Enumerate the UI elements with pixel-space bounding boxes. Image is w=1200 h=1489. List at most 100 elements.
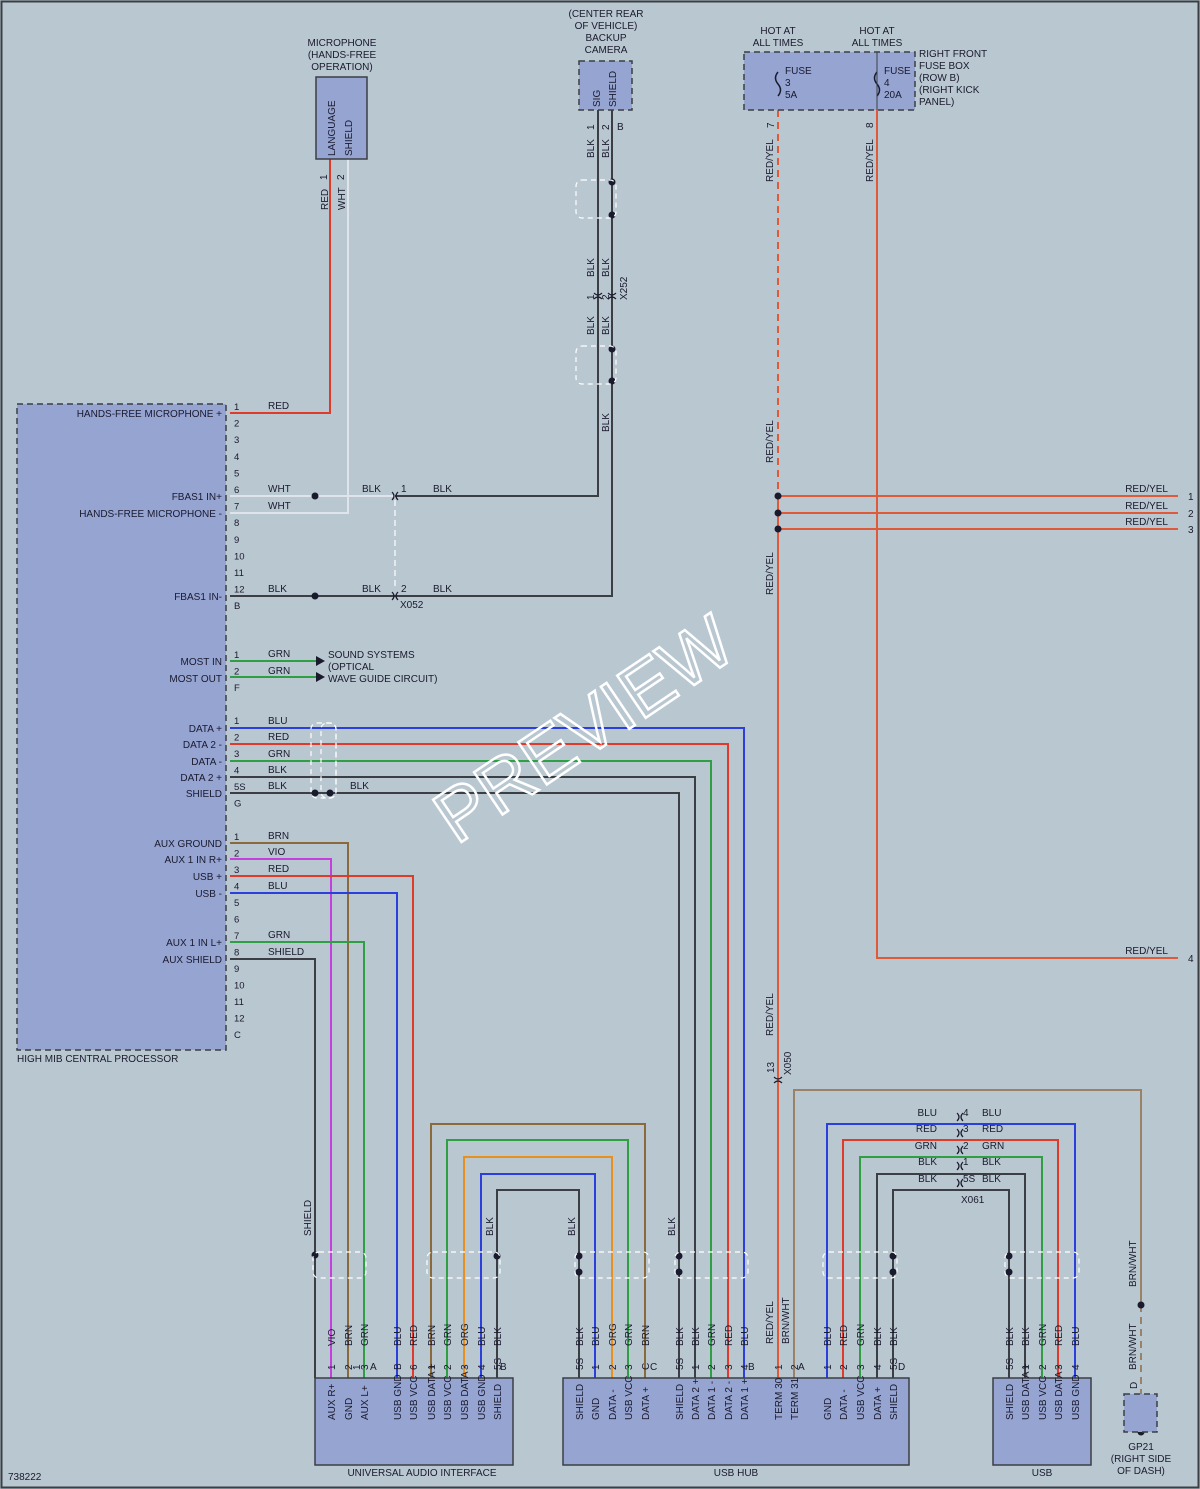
pin-number-fuse: 8 bbox=[865, 122, 876, 128]
wire-label-redyel: RED/YEL bbox=[865, 139, 876, 182]
usb-pin-label: USB DATA - bbox=[1054, 1366, 1065, 1420]
connector-b-pin: 2 bbox=[234, 419, 239, 430]
wire-grn-data-minus bbox=[230, 760, 712, 1378]
wire-color-label: BRN bbox=[268, 831, 289, 842]
uai-pin-label: USB VCC bbox=[409, 1376, 420, 1420]
uai-pin-label: AUX L+ bbox=[360, 1385, 371, 1420]
diagram-id: 738222 bbox=[8, 1472, 42, 1483]
wire-color-label: GRN bbox=[268, 749, 290, 760]
pin-number-fuse: 7 bbox=[766, 122, 777, 128]
pin-number-bottom: C bbox=[641, 1363, 652, 1370]
ground-gp21-box bbox=[1123, 1393, 1158, 1433]
uai-name: UNIVERSAL AUDIO INTERFACE bbox=[347, 1468, 496, 1479]
usb-hub-box bbox=[562, 1377, 910, 1466]
wire-label-bottom: GRN bbox=[856, 1324, 867, 1346]
connector-c-pin: 3 bbox=[234, 865, 239, 876]
connector-c-pin: 2 bbox=[234, 849, 239, 860]
x061-mark-0 bbox=[956, 1112, 964, 1122]
wire-label-bottom: RED bbox=[1054, 1325, 1065, 1346]
wire-label-blk: BLK bbox=[567, 1217, 578, 1236]
backup-camera-box bbox=[578, 60, 633, 111]
components-layer bbox=[16, 51, 1158, 1466]
x061-mark-1 bbox=[956, 1128, 964, 1138]
fuse1-label: 5A bbox=[785, 90, 798, 101]
wire-label-bottom: BLK bbox=[493, 1327, 504, 1346]
connector-b-pin: 6 bbox=[234, 485, 239, 496]
pin-number-bottom: 5S bbox=[575, 1357, 586, 1370]
pin-letter-c: C bbox=[650, 1362, 657, 1373]
pin-number-x252: 1 bbox=[586, 294, 597, 300]
connector-b-pin: 3 bbox=[234, 435, 239, 446]
pin-number-bottom: 6 bbox=[409, 1364, 420, 1370]
wire-label-bottom: RED bbox=[839, 1325, 850, 1346]
wire-blk-shield-g bbox=[230, 792, 680, 1378]
wire-blk-aux-shield bbox=[230, 958, 316, 1378]
pin-number-x252: 2 bbox=[601, 294, 612, 300]
wire-label-shield: SHIELD bbox=[303, 1200, 314, 1236]
usb-pin-label: USB GND bbox=[1071, 1374, 1082, 1420]
wire-label-bottom: BLK bbox=[675, 1327, 686, 1346]
wire-color-label: RED bbox=[268, 732, 289, 743]
fusebox-location-label: (ROW B) bbox=[919, 73, 960, 84]
pin-number-bottom: 1 bbox=[774, 1364, 785, 1370]
wire-label-bottom: BLK bbox=[691, 1327, 702, 1346]
offpage-ref-2: 2 bbox=[1188, 509, 1194, 520]
camera-title: CAMERA bbox=[585, 45, 628, 56]
pin-number-bottom: 2 bbox=[608, 1364, 619, 1370]
usbhub-pin-label: USB VCC bbox=[624, 1376, 635, 1420]
connector-b-pin: 11 bbox=[234, 568, 244, 579]
wire-grn-usb-data bbox=[446, 1139, 629, 1378]
sound-systems-label: (OPTICAL bbox=[328, 662, 375, 673]
fusebox-location-label: PANEL) bbox=[919, 97, 954, 108]
processor-pin-label: AUX GROUND bbox=[154, 839, 222, 850]
x061-right-color: BLK bbox=[982, 1157, 1001, 1168]
connector-g-pin: G bbox=[234, 799, 241, 810]
connector-c-pin: 9 bbox=[234, 964, 239, 975]
wire-label-bottom: BLK bbox=[873, 1327, 884, 1346]
camera-pin-shield: SHIELD bbox=[608, 71, 619, 107]
connector-c-pin: 1 bbox=[234, 832, 239, 843]
wire-label-bottom: BRN bbox=[344, 1325, 355, 1346]
processor-pin-label: SHIELD bbox=[186, 789, 222, 800]
uai-pin-label: USB VCC bbox=[443, 1376, 454, 1420]
wire-color-label: WHT bbox=[268, 484, 291, 495]
pin-number-bottom: 5S bbox=[1005, 1357, 1016, 1370]
x061-left-color: BLU bbox=[918, 1108, 937, 1119]
wire-label-bottom: BRN bbox=[427, 1325, 438, 1346]
uai-pin-label: SHIELD bbox=[493, 1384, 504, 1420]
connector-g-pin: 3 bbox=[234, 749, 239, 760]
connector-b-pin: 10 bbox=[234, 551, 245, 562]
data-shield-marker-a bbox=[310, 722, 337, 799]
usbhub-pin-label: SHIELD bbox=[675, 1384, 686, 1420]
redyel-ref4-label: RED/YEL bbox=[1125, 946, 1168, 957]
x061-mark-3 bbox=[956, 1161, 964, 1171]
wire-red-mic-plus bbox=[230, 159, 331, 414]
hub-shield-marker-c bbox=[822, 1251, 898, 1279]
usbhub-pin-label: DATA 1 + bbox=[740, 1378, 751, 1420]
offpage-ref-4: 4 bbox=[1188, 954, 1194, 965]
usb-pin-label: USB DATA + bbox=[1021, 1363, 1032, 1420]
processor-pin-label: FBAS1 IN+ bbox=[172, 492, 222, 503]
wire-color-label: WHT bbox=[268, 501, 291, 512]
fuse2-label: 4 bbox=[884, 78, 890, 89]
wire-color-label: BLU bbox=[268, 881, 287, 892]
wire-label-bottom: BLK bbox=[1005, 1327, 1016, 1346]
connector-c-pin: C bbox=[234, 1030, 241, 1041]
pin-number-bottom: 1 bbox=[823, 1364, 834, 1370]
wire-color-label: BLK bbox=[362, 484, 381, 495]
pin-number-mic: 1 bbox=[319, 174, 330, 180]
wire-label-bottom: BRN bbox=[641, 1325, 652, 1346]
wire-grn-usb-vcc bbox=[859, 1156, 1043, 1378]
usbhub-pin-label: DATA - bbox=[608, 1389, 619, 1420]
wire-red-data2-minus bbox=[230, 743, 729, 1378]
connector-c-pin: 11 bbox=[234, 997, 244, 1008]
wires-layer bbox=[230, 56, 1178, 1436]
microphone-title: MICROPHONE bbox=[308, 38, 377, 49]
wire-red-usb-plus bbox=[230, 875, 414, 1378]
usbhub-pin-label: DATA 2 + bbox=[691, 1378, 702, 1420]
x061-right-color: BLU bbox=[982, 1108, 1001, 1119]
pin-number-bottom: 3 bbox=[360, 1364, 371, 1370]
connector-c-pin: 7 bbox=[234, 931, 239, 942]
wire-label-redyel: RED/YEL bbox=[765, 993, 776, 1036]
